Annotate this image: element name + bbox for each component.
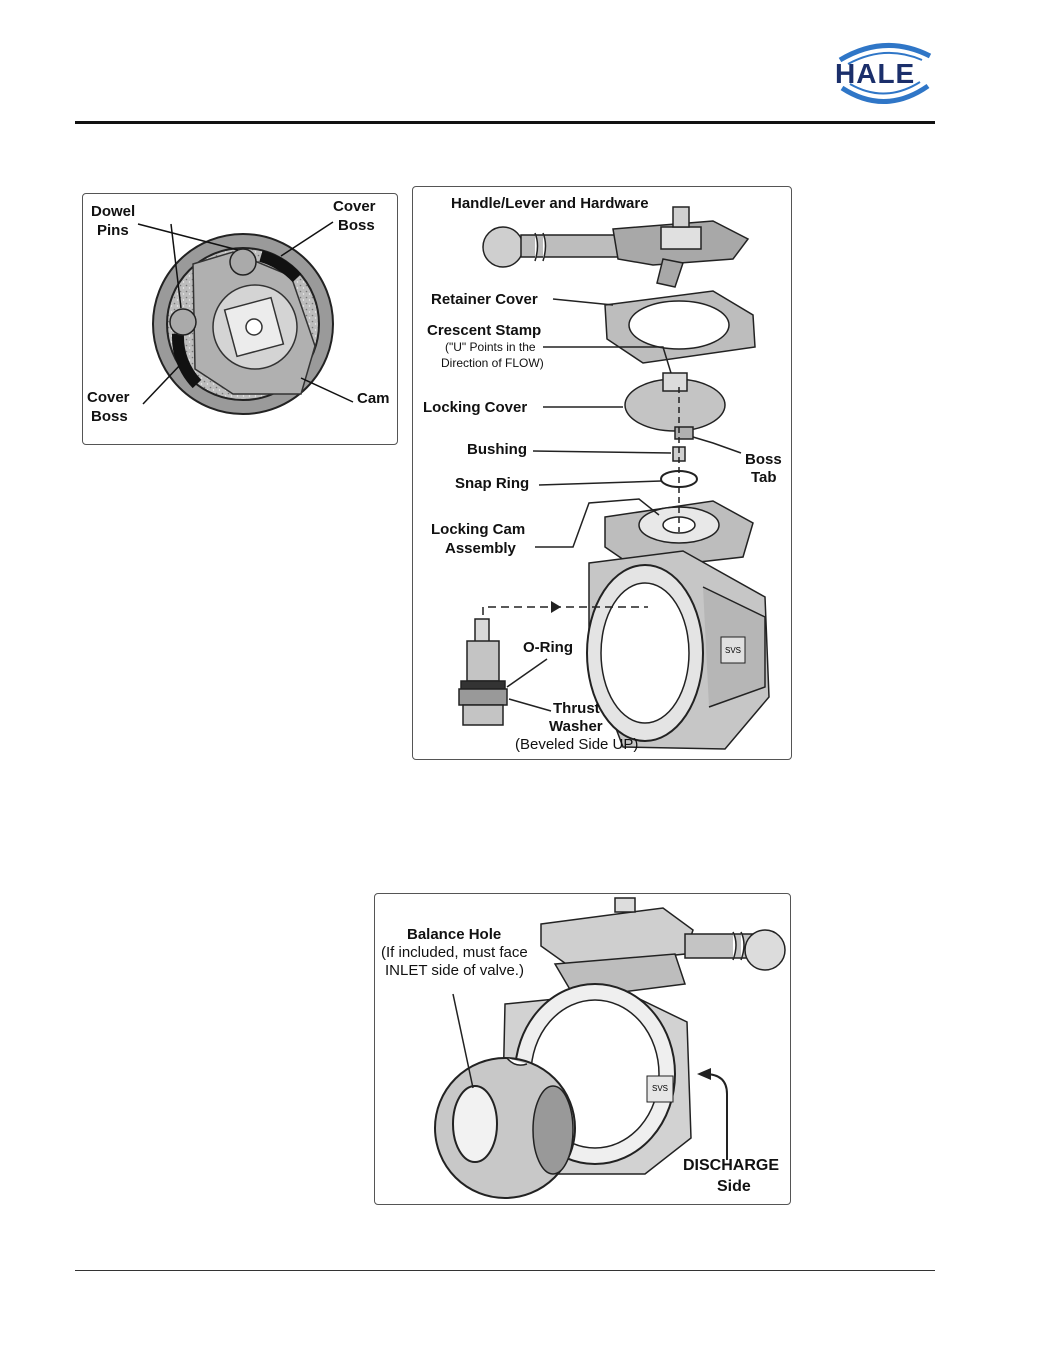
valve-body-part: SVS bbox=[586, 550, 770, 750]
ball-orientation-figure: SVS Balance Hole (If included, must face… bbox=[374, 893, 791, 1205]
label-bushing: Bushing bbox=[467, 441, 527, 458]
label-dowel-pins-2: Pins bbox=[97, 222, 129, 239]
label-discharge-1: DISCHARGE bbox=[683, 1157, 780, 1174]
label-retainer-cover: Retainer Cover bbox=[431, 291, 538, 308]
cam-detail-figure: Dowel Pins Cover Boss Cover Boss Cam bbox=[82, 193, 398, 445]
logo-text: HALE bbox=[835, 58, 916, 89]
handle-lever-part bbox=[482, 206, 750, 288]
retainer-cover-part bbox=[604, 290, 756, 364]
exploded-view-drawing: SVS bbox=[458, 206, 770, 750]
shaft-part bbox=[458, 618, 508, 726]
label-handle: Handle/Lever and Hardware bbox=[451, 195, 649, 212]
label-cover-boss-top-1: Cover bbox=[333, 198, 376, 215]
label-locking-cam-1: Locking Cam bbox=[431, 521, 526, 538]
label-locking-cam-2: Assembly bbox=[445, 540, 516, 557]
dowel-pin-left bbox=[169, 308, 197, 336]
svs-mark: SVS bbox=[652, 1084, 668, 1093]
cam-detail-drawing bbox=[137, 221, 354, 415]
label-o-ring: O-Ring bbox=[523, 639, 573, 656]
logo-swoosh-graphic bbox=[838, 43, 932, 104]
label-cover-boss-top-2: Boss bbox=[338, 217, 375, 234]
label-dowel-pins-1: Dowel bbox=[91, 203, 136, 220]
label-balance-note-2: INLET side of valve.) bbox=[385, 962, 524, 979]
label-crescent-note-1: ("U" Points in the bbox=[445, 340, 536, 354]
label-balance-hole: Balance Hole bbox=[407, 926, 502, 943]
label-thrust-washer-3: (Beveled Side UP) bbox=[515, 736, 639, 753]
ball-orientation-drawing: SVS bbox=[434, 897, 786, 1199]
exploded-view-figure: SVS Handle/Lever and Hardware Retainer C… bbox=[412, 186, 792, 760]
locking-cover-part bbox=[624, 372, 726, 440]
balance-hole-shape bbox=[452, 1085, 498, 1163]
label-balance-note-1: (If included, must face bbox=[381, 944, 528, 961]
actuator-assembly-part bbox=[540, 897, 786, 999]
cover-boss-bottom-shape bbox=[171, 333, 202, 389]
label-cover-boss-bottom-1: Cover bbox=[87, 389, 130, 406]
label-thrust-washer-1: Thrust bbox=[553, 700, 600, 717]
svs-mark: SVS bbox=[725, 646, 741, 655]
label-locking-cover: Locking Cover bbox=[423, 399, 528, 416]
ball-part bbox=[434, 1057, 576, 1199]
hale-logo bbox=[830, 38, 940, 108]
label-crescent-stamp: Crescent Stamp bbox=[427, 322, 542, 339]
footer-rule bbox=[75, 1270, 935, 1271]
dowel-pin-top bbox=[229, 248, 257, 276]
label-thrust-washer-2: Washer bbox=[549, 718, 603, 735]
label-cam: Cam bbox=[357, 390, 390, 407]
label-crescent-note-2: Direction of FLOW) bbox=[441, 356, 544, 370]
locking-cam-assembly-part bbox=[604, 500, 754, 570]
label-snap-ring: Snap Ring bbox=[455, 475, 530, 492]
label-cover-boss-bottom-2: Boss bbox=[91, 408, 128, 425]
cover-boss-top-shape bbox=[259, 250, 302, 283]
label-boss-tab-1: Boss bbox=[745, 451, 782, 468]
label-boss-tab-2: Tab bbox=[751, 469, 777, 486]
header-rule bbox=[75, 121, 935, 124]
label-discharge-2: Side bbox=[717, 1178, 751, 1195]
